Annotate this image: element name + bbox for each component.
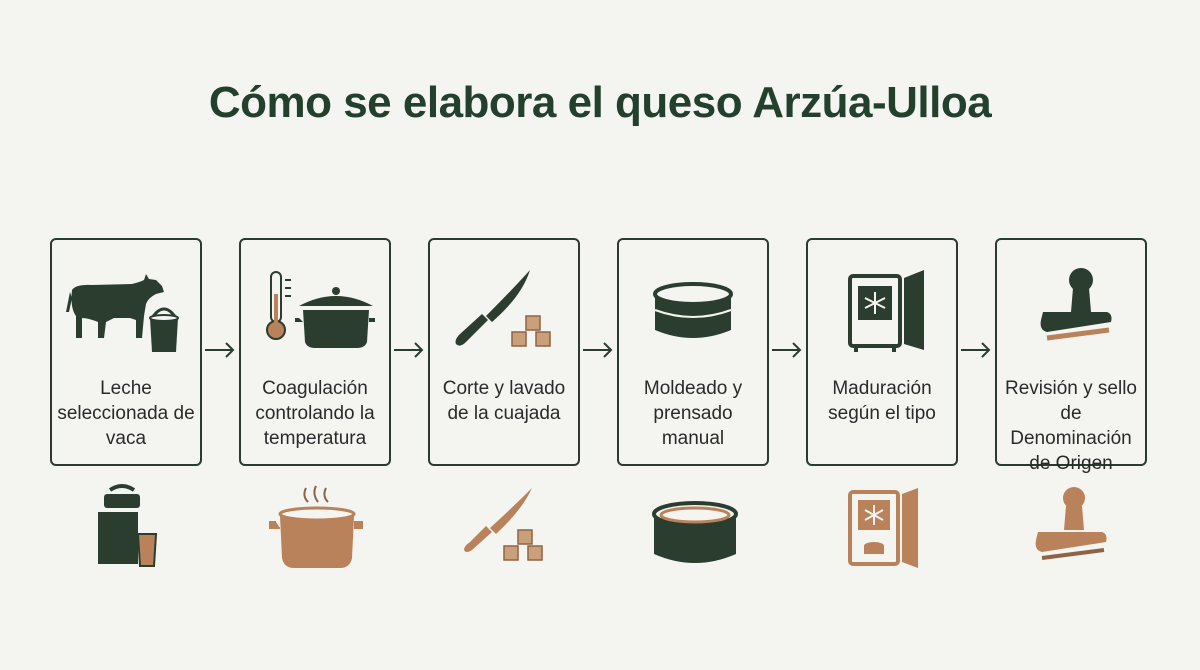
step-label-2: Coagulación controlando la temperatura — [255, 378, 375, 449]
knife-and-curd-cubes-icon — [452, 484, 562, 574]
step-label-4: Moldeado y prensado manual — [643, 378, 743, 449]
page-title: Cómo se elabora el queso Arzúa-Ulloa — [208, 78, 992, 127]
step-card-5: Maduración según el tipo — [806, 238, 958, 466]
stamp-icon — [1018, 484, 1128, 574]
step-card-3: Corte y lavado de la cuajada — [428, 238, 580, 466]
thermometer-and-pot-icon — [241, 260, 389, 360]
step-card-2: Coagulación controlando la temperatura — [239, 238, 391, 466]
arrow-right-icon — [205, 342, 235, 358]
cheese-mold-icon — [619, 260, 767, 360]
step-card-4: Moldeado y prensado manual — [617, 238, 769, 466]
step-card-1: Leche seleccionada de vaca — [50, 238, 202, 466]
arrow-right-icon — [772, 342, 802, 358]
step-label-6: Revisión y sello de Denominación de Orig… — [1005, 378, 1137, 474]
aging-cabinet-icon — [808, 260, 956, 360]
arrow-right-icon — [961, 342, 991, 358]
step-label-1: Leche seleccionada de vaca — [57, 378, 195, 449]
step-label-5: Maduración según el tipo — [828, 378, 936, 424]
cow-and-milk-pail-icon — [52, 260, 200, 360]
steaming-pot-icon — [262, 484, 372, 574]
step-card-6: Revisión y sello de Denominación de Orig… — [995, 238, 1147, 474]
arrow-right-icon — [583, 342, 613, 358]
cheese-mold-icon — [640, 484, 750, 574]
aging-cabinet-icon — [828, 484, 938, 574]
stamp-icon — [997, 260, 1145, 360]
knife-and-curd-cubes-icon — [430, 260, 578, 360]
arrow-right-icon — [394, 342, 424, 358]
step-label-3: Corte y lavado de la cuajada — [442, 378, 566, 424]
milk-can-and-glass-icon — [72, 484, 182, 574]
